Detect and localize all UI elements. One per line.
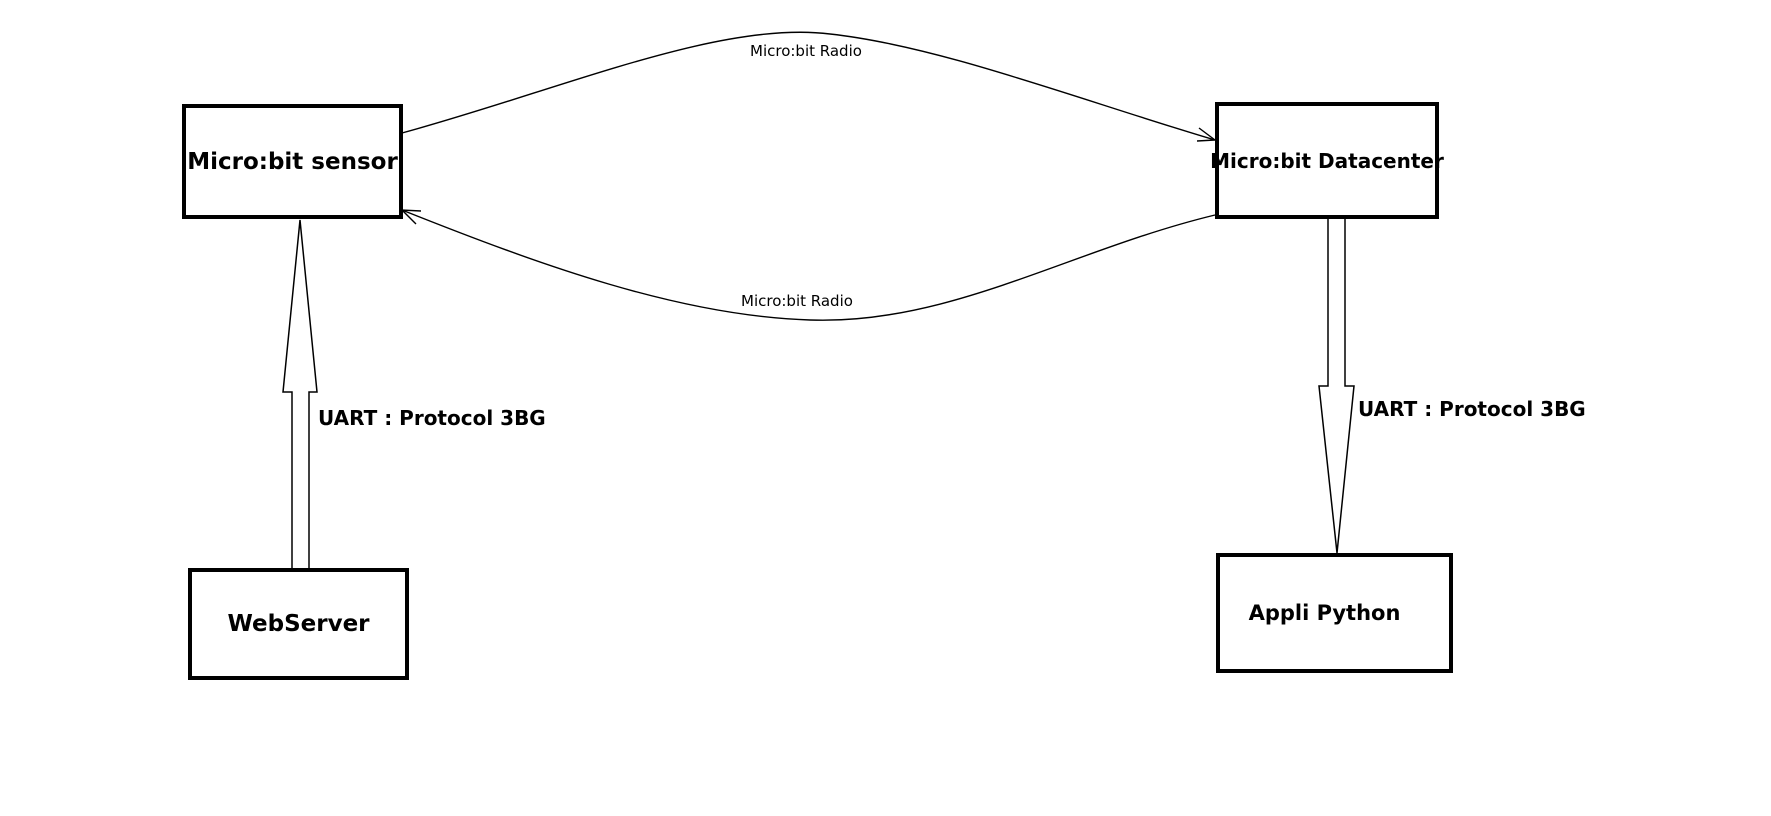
microbit-datacenter-label: Micro:bit Datacenter — [1210, 148, 1444, 173]
webserver-label: WebServer — [227, 611, 370, 637]
appli-python-node: Appli Python — [1216, 553, 1453, 673]
radio-arrow-to-sensor — [401, 209, 1216, 321]
uart-left-label: UART : Protocol 3BG — [318, 406, 546, 430]
radio-arrow-to-datacenter — [401, 31, 1216, 141]
microbit-sensor-label: Micro:bit sensor — [187, 148, 398, 175]
uart-right-label: UART : Protocol 3BG — [1358, 397, 1586, 421]
microbit-datacenter-node: Micro:bit Datacenter — [1210, 102, 1444, 219]
uart-arrow-to-sensor — [282, 219, 318, 571]
microbit-sensor-node: Micro:bit sensor — [182, 104, 403, 219]
uart-arrow-to-appli — [1318, 217, 1355, 554]
webserver-node: WebServer — [188, 568, 409, 680]
radio-bottom-label: Micro:bit Radio — [741, 292, 853, 310]
radio-top-label: Micro:bit Radio — [750, 42, 862, 60]
appli-python-label: Appli Python — [1248, 601, 1401, 625]
